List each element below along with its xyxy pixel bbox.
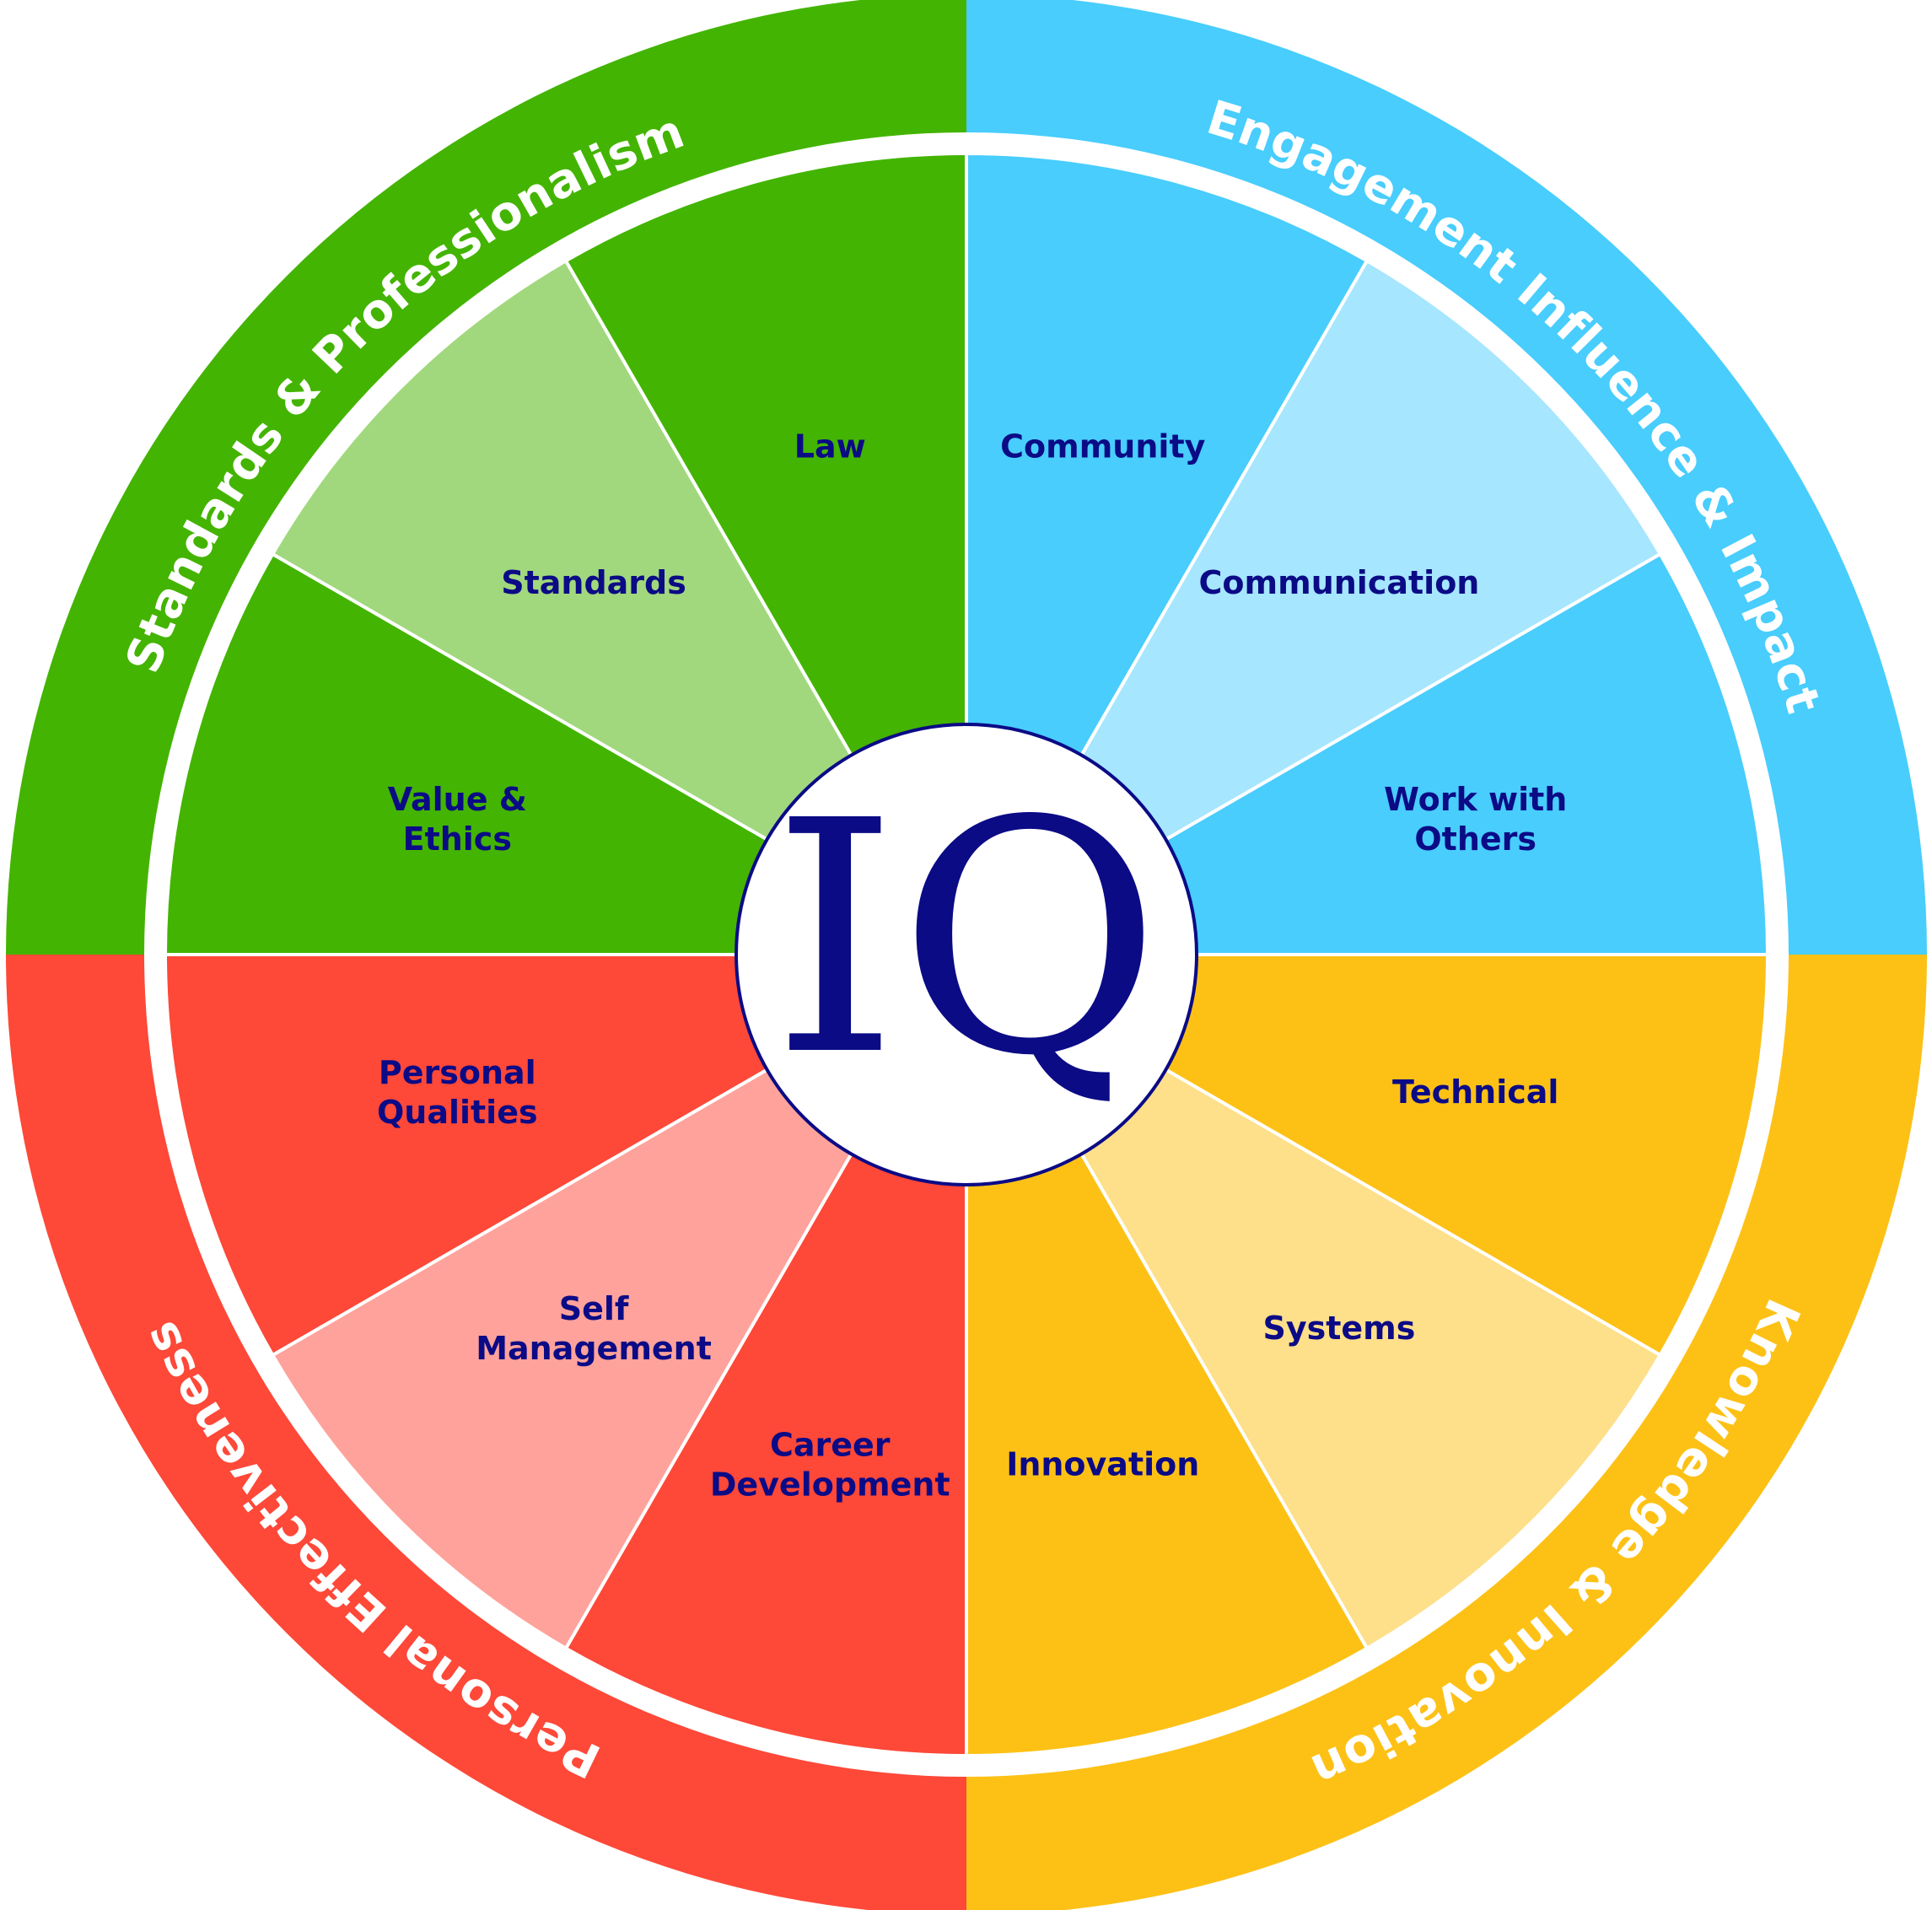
segment-labels: Value &Ethics Standards Law CommunityCommun… [377,428,1567,1503]
segment-label-community: Community [1000,428,1205,465]
segment-label-communication: Communication [1199,564,1480,601]
segment-label-systems: Systems [1262,1310,1415,1347]
center-circle [735,723,1198,1186]
segment-self-management [270,950,971,1651]
segment-label-law: Law [794,428,866,465]
center-badge: IQ [735,723,1198,1186]
segment-communication [961,258,1663,960]
segment-label-innovation: Innovation [1006,1446,1199,1483]
segment-systems [961,950,1663,1651]
segment-label-standards: Standards [501,564,686,601]
segment-label-value-ethics: Value &Ethics [388,781,527,858]
center-iq-text: IQ [772,752,1161,1126]
segment-label-technical: Technical [1392,1073,1559,1111]
segment-standards [270,258,971,960]
